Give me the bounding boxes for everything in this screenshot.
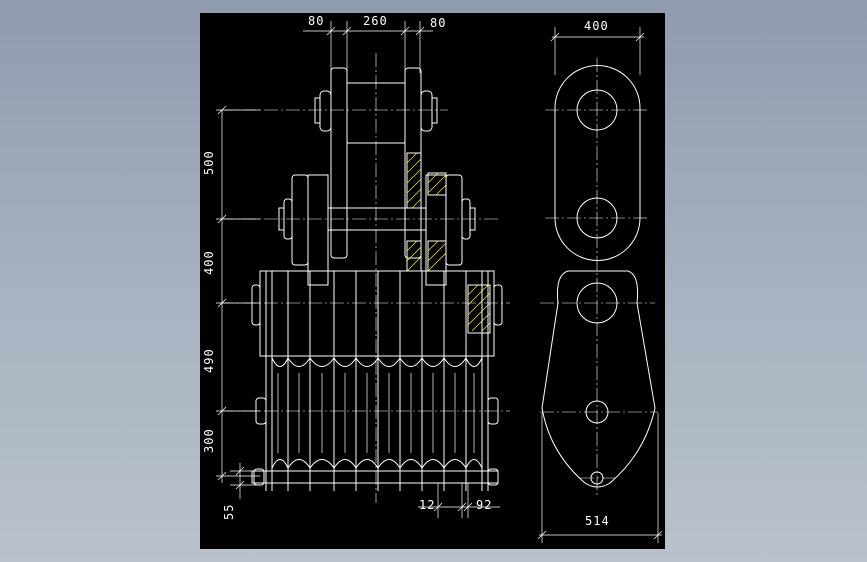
sheave-assembly	[251, 270, 503, 491]
dim-bottom-12: 12	[419, 498, 435, 512]
front-view: 80 260 80 500 400 490 300	[202, 14, 510, 520]
hatched-sections	[406, 152, 491, 334]
sheave-plates	[265, 271, 489, 491]
dim-top-right: 80	[430, 16, 446, 30]
dim-left-300: 300	[202, 428, 216, 453]
dim-left-400: 400	[202, 250, 216, 275]
dim-side-top-400: 400	[584, 19, 609, 33]
dim-bottom-left-55: 55	[222, 504, 236, 520]
side-center-lines	[540, 58, 658, 495]
dim-top-middle: 260	[363, 14, 388, 28]
top-dimension-group: 80 260 80	[303, 14, 446, 73]
dim-side-bottom-514: 514	[585, 514, 610, 528]
dim-bottom-92: 92	[476, 498, 492, 512]
side-bottom-dimension: 514	[537, 413, 663, 543]
bottom-dimension-group: 12 92	[418, 483, 500, 518]
sheave-grooves	[271, 357, 483, 469]
middle-frame	[278, 174, 476, 286]
center-lines	[220, 53, 510, 503]
pulley-block-drawing: 80 260 80 500 400 490 300	[202, 14, 663, 543]
dim-left-500: 500	[202, 150, 216, 175]
side-top-dimension: 400	[550, 19, 645, 75]
upper-link-outline	[554, 65, 641, 261]
lower-side-plate	[541, 270, 656, 488]
left-dimension-group: 500 400 490 300 55	[202, 105, 260, 520]
dim-left-490: 490	[202, 348, 216, 373]
dim-top-left: 80	[308, 14, 324, 28]
side-view: 400 514	[537, 19, 663, 543]
cad-drawing-canvas: 80 260 80 500 400 490 300	[200, 13, 665, 549]
